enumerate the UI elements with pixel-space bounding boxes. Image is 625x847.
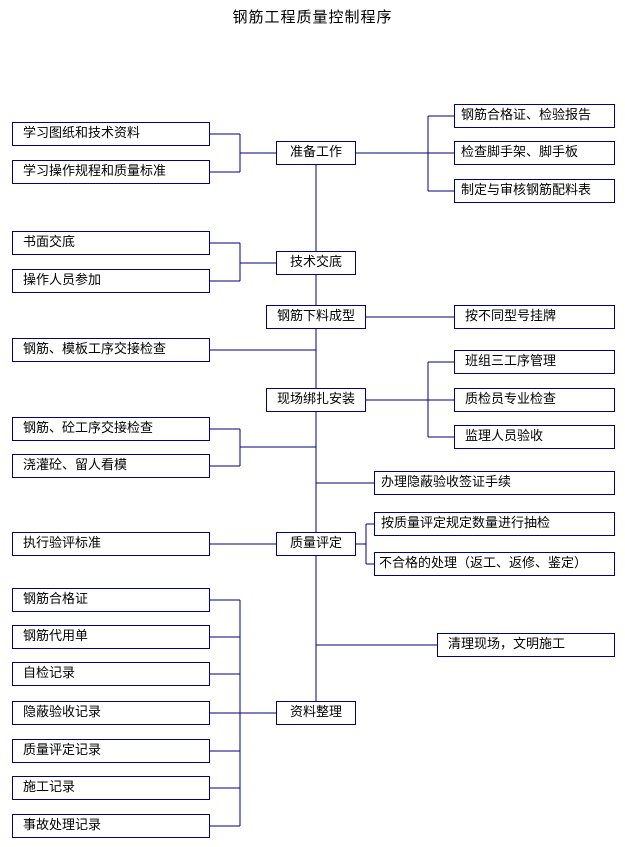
sampling-node: 按质量评定规定数量进行抽检: [374, 512, 615, 536]
self-check-node: 自检记录: [12, 662, 210, 686]
cleanup-node: 清理现场，文明施工: [437, 633, 615, 657]
install-node: 现场绑扎安装: [266, 388, 366, 412]
connector-group: [210, 115, 454, 827]
study-rules-node: 学习操作规程和质量标准: [12, 160, 210, 184]
schedule-node: 制定与审核钢筋配料表: [454, 179, 615, 203]
supervisor-node: 监理人员验收: [454, 425, 615, 449]
pour-node: 浇灌砼、留人看模: [12, 454, 210, 478]
construction-record-node: 施工记录: [12, 776, 210, 800]
study-drawings-node: 学习图纸和技术资料: [12, 122, 210, 146]
rebar-concrete-check-node: 钢筋、砼工序交接检查: [12, 417, 210, 441]
three-process-node: 班组三工序管理: [454, 350, 615, 374]
inspector-node: 质检员专业检查: [454, 388, 615, 412]
cert-report-node: 钢筋合格证、检验报告: [454, 104, 615, 128]
cut-node: 钢筋下料成型: [266, 305, 366, 329]
docs-node: 资料整理: [276, 701, 356, 725]
prep-node: 准备工作: [276, 141, 356, 165]
rebar-form-check-node: 钢筋、模板工序交接检查: [12, 338, 210, 362]
nonconform-node: 不合格的处理（返工、返修、鉴定）: [374, 552, 615, 576]
hidden-record-node: 隐蔽验收记录: [12, 701, 210, 725]
hidden-sign-node: 办理隐蔽验收签证手续: [374, 471, 615, 495]
accident-record-node: 事故处理记录: [12, 814, 210, 838]
cert-node: 钢筋合格证: [12, 588, 210, 612]
substitute-node: 钢筋代用单: [12, 625, 210, 649]
tech-node: 技术交底: [276, 251, 356, 275]
tag-node: 按不同型号挂牌: [454, 305, 615, 329]
scaffold-node: 检查脚手架、脚手板: [454, 141, 615, 165]
page-title: 钢筋工程质量控制程序: [232, 8, 393, 26]
standard-node: 执行验评标准: [12, 532, 210, 556]
eval-node: 质量评定: [276, 532, 356, 556]
written-disclosure-node: 书面交底: [12, 231, 210, 255]
operators-node: 操作人员参加: [12, 269, 210, 293]
quality-record-node: 质量评定记录: [12, 739, 210, 763]
